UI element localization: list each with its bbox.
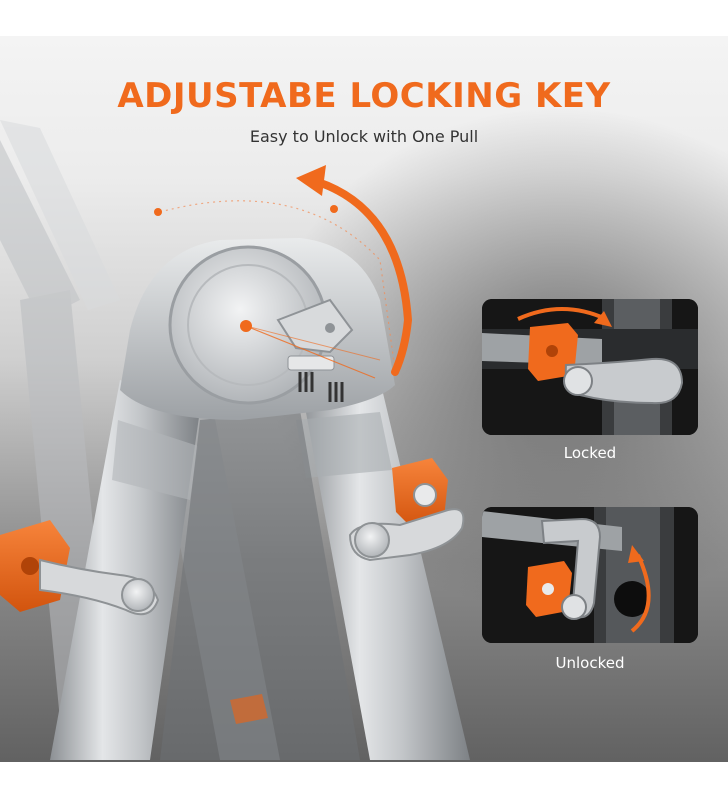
- top-margin: [0, 0, 728, 36]
- unlocked-detail-image: [482, 507, 698, 643]
- unlocked-inset: [482, 507, 698, 643]
- angle-scale: [159, 200, 396, 371]
- right-locking-key: [348, 458, 465, 562]
- bottom-margin: [0, 762, 728, 800]
- locked-caption: Locked: [563, 444, 617, 462]
- page-title: ADJUSTABE LOCKING KEY: [117, 76, 611, 116]
- page-subtitle: Easy to Unlock with One Pull: [249, 127, 479, 146]
- rotation-arrow-icon: [628, 545, 651, 633]
- locked-inset: [482, 299, 698, 435]
- rotation-arrow-icon: [296, 165, 413, 376]
- left-locking-key: [0, 520, 160, 616]
- lock-spring: [287, 355, 344, 402]
- unlocked-caption: Unlocked: [555, 654, 625, 672]
- rotation-arrow-icon: [517, 307, 612, 327]
- locked-detail-image: [482, 299, 698, 435]
